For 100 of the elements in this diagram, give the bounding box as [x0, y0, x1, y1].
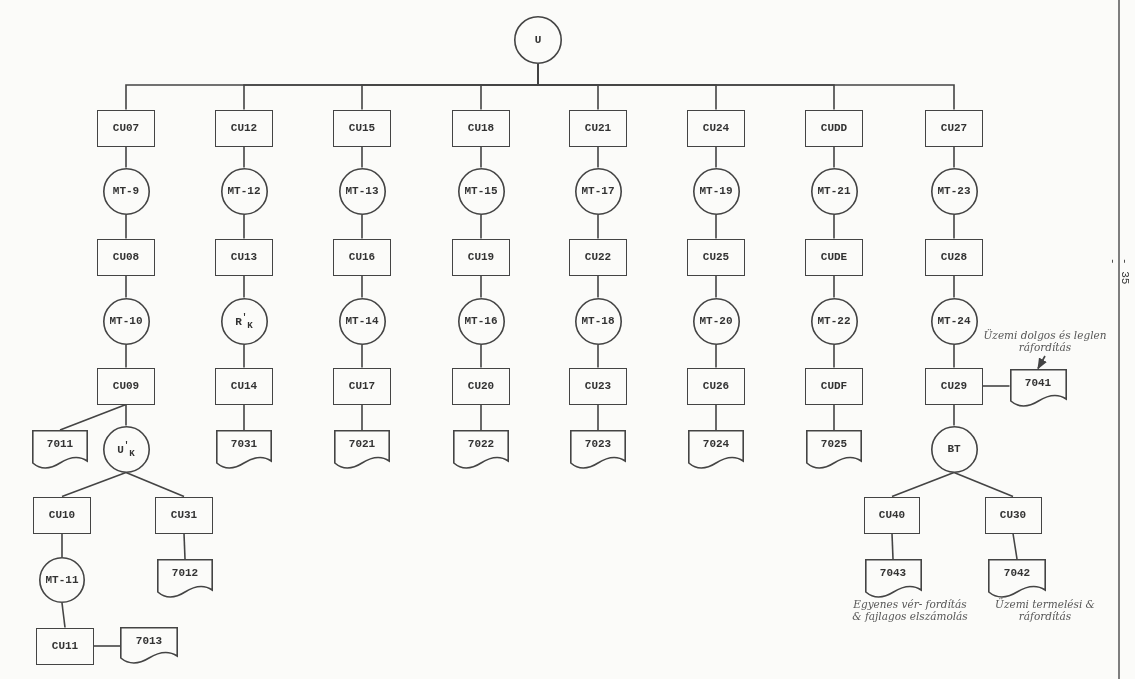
connector-line [480, 403, 482, 431]
node-label: CU20 [467, 380, 495, 392]
circle-node [930, 425, 978, 473]
node-label: 7024 [702, 438, 730, 450]
circle-node [810, 167, 858, 215]
node-label: CU10 [48, 509, 76, 521]
node-label: CU17 [348, 380, 376, 392]
process-box [97, 367, 155, 405]
connector-line [953, 145, 955, 169]
document-shape [120, 627, 178, 663]
circle-node [220, 167, 268, 215]
process-box [452, 238, 510, 276]
process-box [687, 367, 745, 405]
document-shape [216, 430, 272, 468]
circle-node [220, 297, 268, 345]
circle-node [930, 297, 978, 345]
connector-line [125, 145, 127, 169]
circle-node [514, 16, 562, 64]
document-shape [1009, 368, 1067, 406]
node-label: 7041 [1024, 376, 1052, 389]
connector-line [361, 403, 363, 431]
circle-node [338, 297, 386, 345]
process-box [215, 109, 273, 147]
process-box [864, 496, 920, 534]
node-label: CU27 [940, 122, 968, 134]
circle-node [102, 425, 150, 473]
connector-line [597, 403, 599, 431]
connector-line [480, 145, 482, 169]
node-label: 7011 [46, 438, 74, 450]
connector-line [61, 532, 63, 558]
node-label: 7022 [467, 438, 495, 450]
connector-line [243, 274, 245, 299]
connector-line [61, 602, 66, 629]
connector-line [480, 343, 482, 369]
connector-line [125, 403, 127, 427]
node-label: MT-21 [817, 185, 851, 197]
circle-node [39, 557, 85, 603]
process-box [569, 238, 627, 276]
connector-line [715, 213, 717, 240]
document-shape [32, 430, 88, 468]
process-box [925, 367, 983, 405]
circle-node [457, 297, 505, 345]
node-label: CUDD [820, 122, 848, 134]
process-box [687, 109, 745, 147]
node-label: CUDF [820, 380, 848, 392]
connector-line [953, 274, 955, 299]
circle-node [692, 167, 740, 215]
node-label: MT-24 [937, 315, 971, 327]
handwritten-note: Üzemi termelési & ráfordítás [994, 598, 1096, 623]
node-label: CU12 [230, 122, 258, 134]
node-label: MT-22 [817, 315, 851, 327]
connector-line [183, 532, 186, 560]
node-label: CU14 [230, 380, 258, 392]
connector-line [715, 403, 717, 431]
process-box [155, 496, 213, 534]
document-shape [864, 559, 922, 597]
process-box [333, 109, 391, 147]
circle-node [810, 297, 858, 345]
node-label: CU18 [467, 122, 495, 134]
node-label: CU16 [348, 251, 376, 263]
connector-line [597, 343, 599, 369]
node-label: CU30 [999, 509, 1027, 521]
node-label: CU22 [584, 251, 612, 263]
document-shape [157, 559, 213, 597]
node-label: CU26 [702, 380, 730, 392]
connector-line [361, 145, 363, 169]
connector-line [597, 213, 599, 240]
process-box [215, 367, 273, 405]
document-shape [453, 430, 509, 468]
connector-line [243, 145, 245, 169]
circle-node [457, 167, 505, 215]
arrow [1037, 355, 1047, 370]
connector-line [361, 213, 363, 240]
node-label: MT-20 [699, 315, 733, 327]
process-box [925, 109, 983, 147]
connector-line [953, 213, 955, 240]
node-label: CU21 [584, 122, 612, 134]
process-box [36, 627, 94, 665]
node-label: MT-12 [227, 185, 261, 197]
connector-line [61, 471, 127, 498]
circle-node [930, 167, 978, 215]
document-shape [570, 430, 626, 468]
process-box [569, 109, 627, 147]
process-box [97, 238, 155, 276]
connector-line [243, 343, 245, 369]
node-label: MT-16 [464, 315, 498, 327]
node-label: U [534, 34, 542, 46]
connector-line [59, 403, 127, 431]
process-box [215, 238, 273, 276]
node-label: CU24 [702, 122, 730, 134]
connector-line [597, 274, 599, 299]
process-box [333, 367, 391, 405]
node-label: CU11 [51, 640, 79, 652]
process-box [569, 367, 627, 405]
connector-line [953, 403, 955, 427]
node-label: 7042 [1003, 567, 1031, 579]
node-label: CU07 [112, 122, 140, 134]
node-label: 7031 [230, 438, 258, 450]
node-label: CU19 [467, 251, 495, 263]
process-box [687, 238, 745, 276]
